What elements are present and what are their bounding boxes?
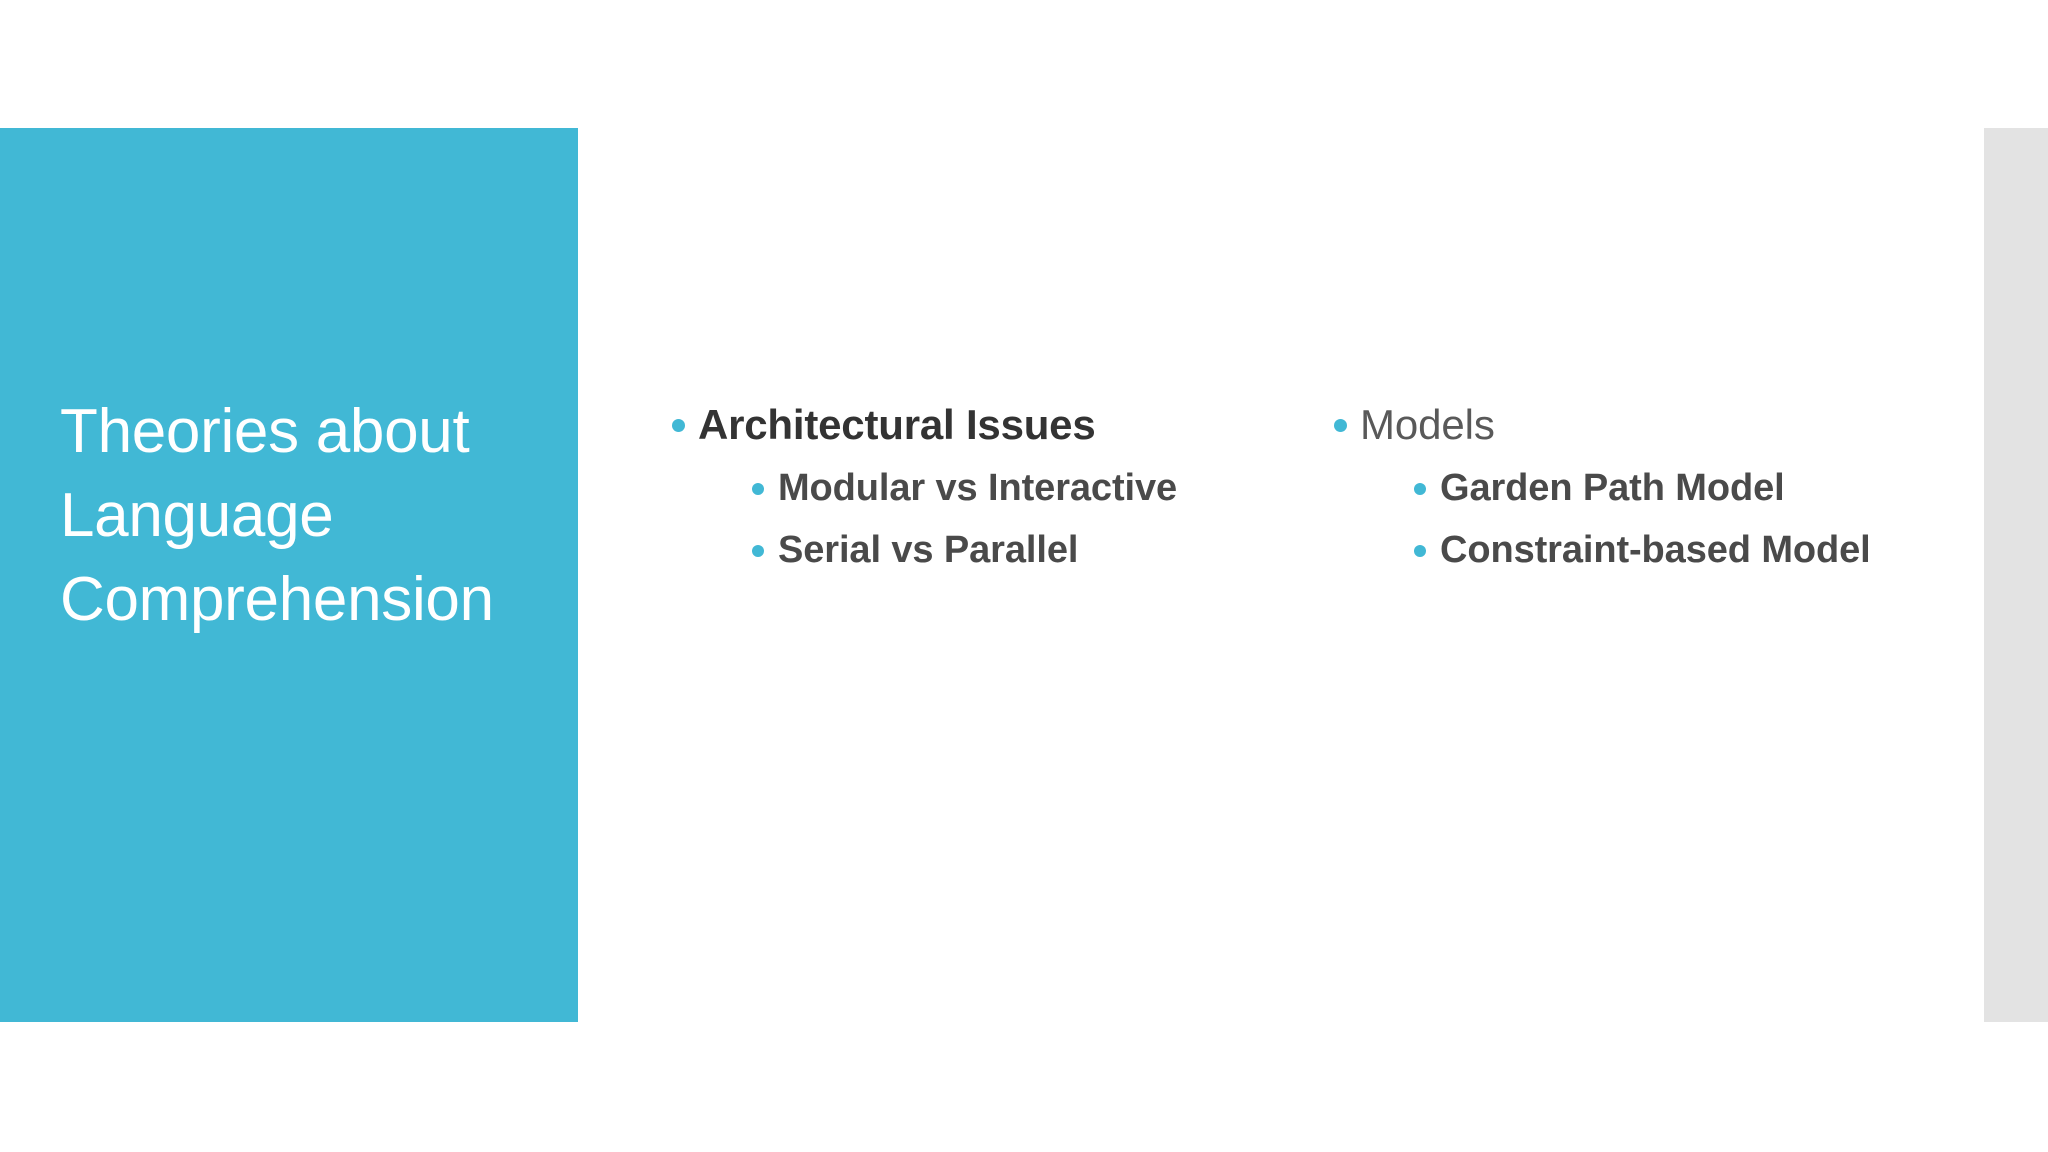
title-panel: Theories about Language Comprehension [0,128,578,1022]
content-column-models: Models Garden Path Model Constraint-base… [1322,395,1942,583]
sub-bullet-label: Modular vs Interactive [778,467,1178,509]
sub-bullet-list-models: Garden Path Model Constraint-based Model [1322,459,1942,579]
right-edge-strip [1984,128,2048,1022]
bullet-heading-architectural-issues: Architectural Issues [660,395,1220,455]
bullet-heading-label: Models [1360,401,1495,448]
slide-title: Theories about Language Comprehension [60,397,494,634]
content-column-architectural: Architectural Issues Modular vs Interact… [660,395,1220,583]
sub-bullet-constraint-based-model: Constraint-based Model [1402,521,1942,579]
sub-bullet-label: Serial vs Parallel [778,529,1079,571]
bullet-heading-label: Architectural Issues [698,401,1096,448]
sub-bullet-label: Garden Path Model [1440,467,1785,509]
sub-bullet-label: Constraint-based Model [1440,529,1871,571]
sub-bullet-modular-vs-interactive: Modular vs Interactive [740,459,1220,517]
sub-bullet-garden-path-model: Garden Path Model [1402,459,1942,517]
sub-bullet-serial-vs-parallel: Serial vs Parallel [740,521,1220,579]
bullet-heading-models: Models [1322,395,1942,455]
sub-bullet-list-architectural: Modular vs Interactive Serial vs Paralle… [660,459,1220,579]
